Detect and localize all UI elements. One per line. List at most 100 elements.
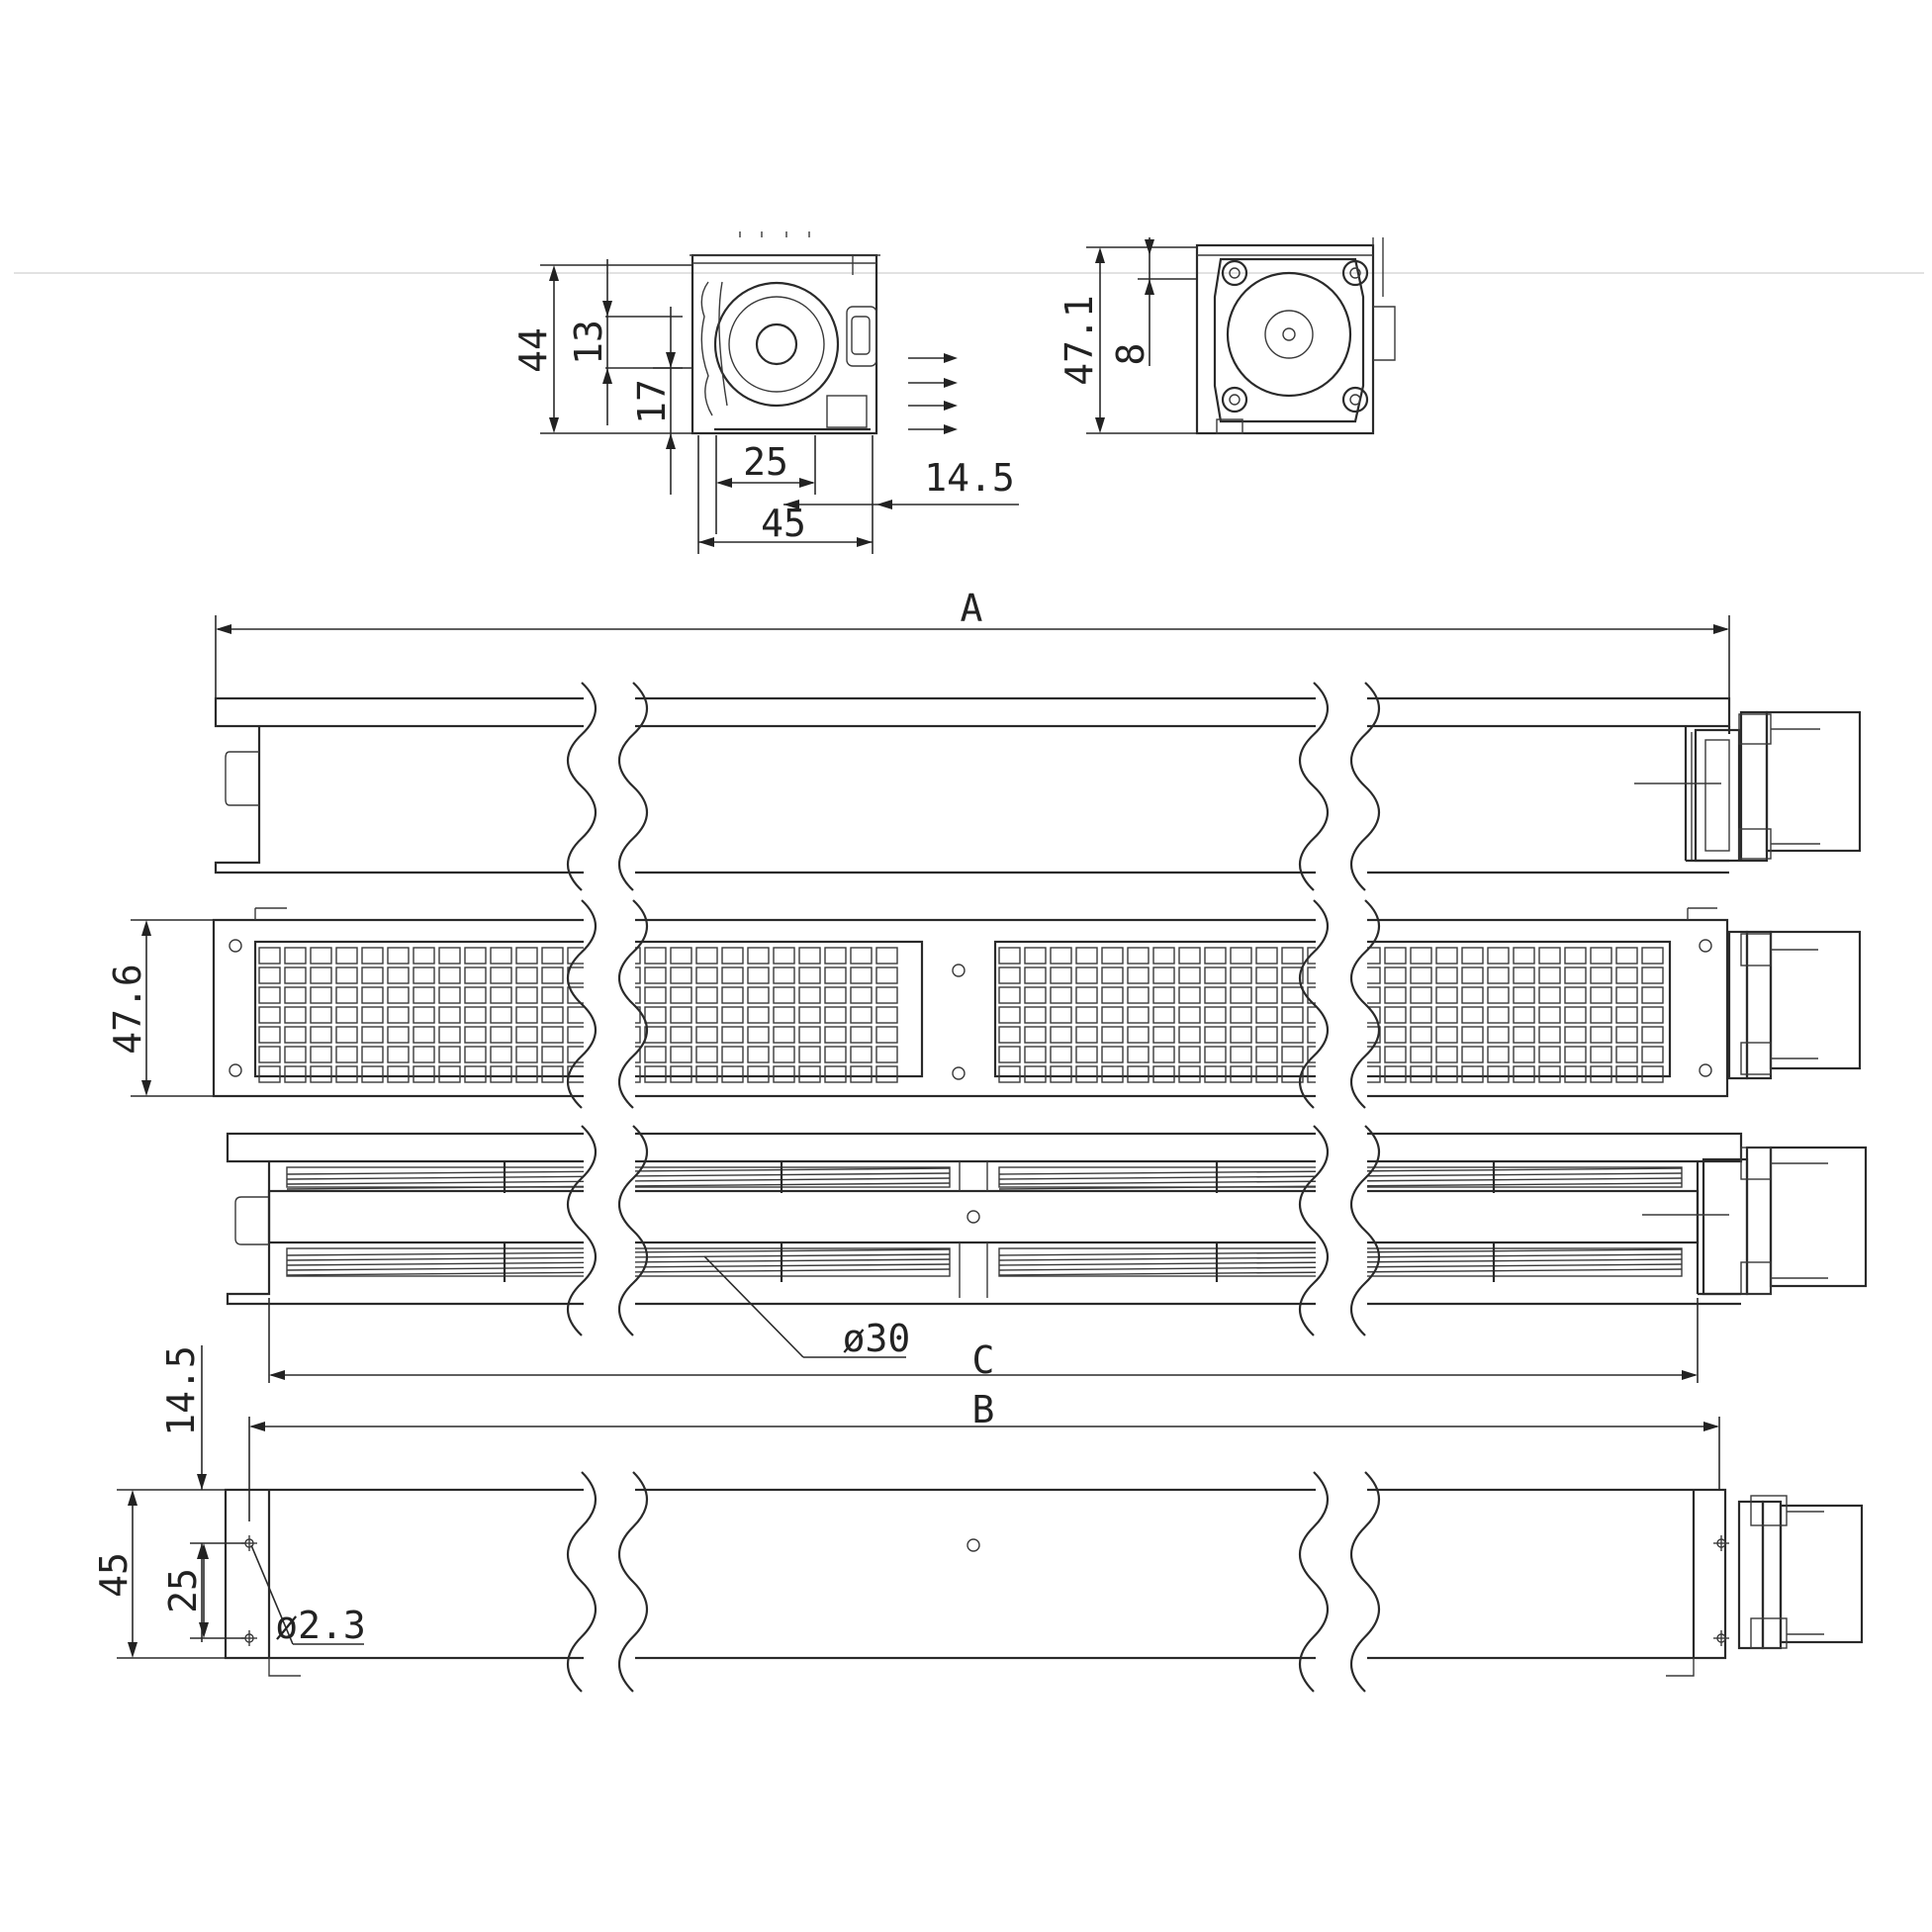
bottom-view: B 14.5 45 25 [92,1345,1864,1677]
grille-cell [361,947,384,965]
grille-cell [464,966,487,984]
grille-cell [541,1046,564,1063]
grille-cell [361,1065,384,1083]
grille-cell [1178,1026,1201,1044]
break-curve [1299,682,1329,891]
grille-cell [1641,1026,1664,1044]
grille-cell [1435,986,1458,1004]
grille-cell [541,1065,564,1083]
grille-cell [695,1006,718,1024]
grille-cell [1075,966,1098,984]
grille-cell [875,1006,898,1024]
grille-cell [413,947,435,965]
grille-cell [361,1006,384,1024]
grille-cell [875,1065,898,1083]
grille-cell [1152,1006,1175,1024]
grille-cell [284,947,307,965]
grille-cell [1615,986,1638,1004]
grille-cell [310,1026,332,1044]
grille-cell [1564,1065,1587,1083]
front-end-view: 44 13 17 25 14.5 45 [511,231,1019,554]
grille-cell [1075,1046,1098,1063]
grille-cell [644,1046,667,1063]
grille-cell [1641,966,1664,984]
impeller-blades [286,1161,1683,1282]
grille-cell [1384,1046,1407,1063]
grille-cell [1050,1046,1072,1063]
grille-cell [335,1065,358,1083]
grille-cell [310,1006,332,1024]
grille-cell [721,1065,744,1083]
grille-cell [1410,947,1432,965]
grille-cell [773,986,795,1004]
grille-cell [1564,1026,1587,1044]
grille-cell [1513,1026,1535,1044]
grille-cell [798,1046,821,1063]
grille-cell [747,1065,770,1083]
grille-cell [850,986,873,1004]
grille-cell [798,947,821,965]
grille-cell [1615,1006,1638,1024]
grille-cell [1641,947,1664,965]
grille-cell [1538,986,1561,1004]
grille-cell [1435,1065,1458,1083]
grille-cell [387,986,410,1004]
break-curve [1350,682,1380,891]
grille-cell [1564,1046,1587,1063]
grille-cell [1513,986,1535,1004]
grille-cell [644,947,667,965]
grille-cell [1590,1046,1612,1063]
grille-cell [1461,986,1484,1004]
grille-cell [361,966,384,984]
grille-cell [310,1065,332,1083]
dim-47-1-label: 47.1 [1058,295,1101,386]
grille-cell [258,966,281,984]
grille-cell [798,986,821,1004]
grille-cell [824,986,847,1004]
dim-45-label: 45 [761,502,806,545]
grille-cell [1127,1006,1150,1024]
grille-cell [1204,1026,1227,1044]
grille-cell [1641,1046,1664,1063]
grille-cell [1204,966,1227,984]
grille-cell [1513,1065,1535,1083]
grille-cell [284,1026,307,1044]
grille-cell [1641,1006,1664,1024]
grille-cell [490,966,512,984]
grille-cell [1075,947,1098,965]
dim-8-label: 8 [1109,343,1152,366]
grille-cell [1178,986,1201,1004]
grille-cell [1101,1065,1124,1083]
grille-cell [1487,986,1510,1004]
grille-cell [335,966,358,984]
grille-cell [413,1006,435,1024]
grille-cell [798,1065,821,1083]
airflow-arrows [908,353,958,434]
grille-cell [438,966,461,984]
top-view: A [214,587,1862,874]
grille-cell [1050,1065,1072,1083]
grille-cell [1255,1046,1278,1063]
dim-47-6-label: 47.6 [106,964,149,1055]
break-curve [567,1125,597,1336]
grille-cell [747,1006,770,1024]
grille-cell [1152,1046,1175,1063]
grille-cell [824,1026,847,1044]
break-curve [567,1471,597,1693]
grille-cell [1461,1006,1484,1024]
grille-cell [413,966,435,984]
break-mask [1316,1472,1367,1692]
grille-cell [1461,947,1484,965]
grille-cell [541,986,564,1004]
top-marks [739,231,810,237]
grille-cell [1152,986,1175,1004]
grille-cell [773,1065,795,1083]
grille-cell [1281,1065,1304,1083]
grille-cell [1204,1065,1227,1083]
grille-cell [310,947,332,965]
dim-B-label: B [972,1388,995,1431]
grille-cell [310,1046,332,1063]
grille-cell [1513,966,1535,984]
grille-cell [1487,1026,1510,1044]
dim-A-label: A [961,587,983,630]
